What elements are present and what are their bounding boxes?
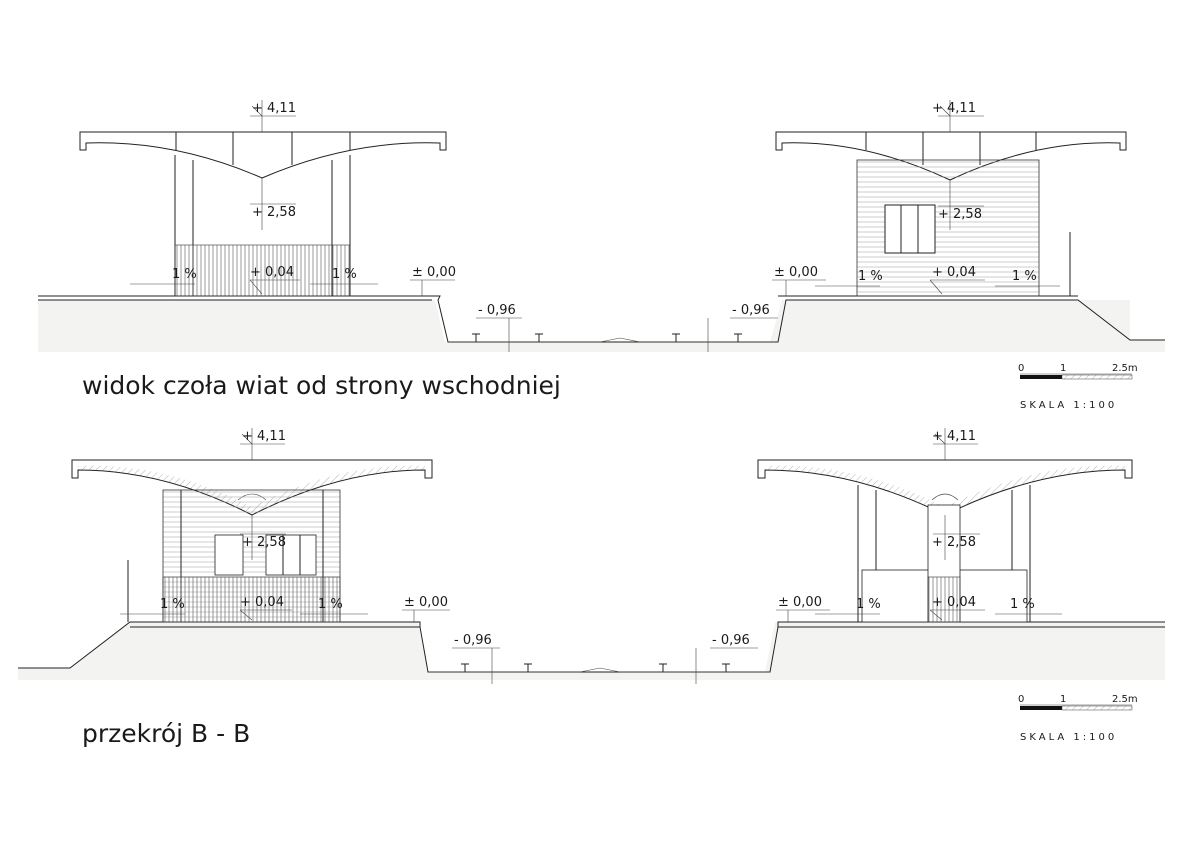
level-label: + 4,11 <box>242 429 286 444</box>
slope-label: 1 % <box>160 597 185 612</box>
slope-label: 1 % <box>1010 597 1035 612</box>
slope-label: 1 % <box>172 267 197 282</box>
level-label: + 2,58 <box>242 535 286 550</box>
level-label: + 0,04 <box>240 595 284 610</box>
view-section-bb: + 4,11 + 2,58 + 0,04 1 % 1 % + 4,11 <box>18 428 1165 748</box>
level-label: + 4,11 <box>252 101 296 116</box>
slope-label: 1 % <box>856 597 881 612</box>
left-shelter-section <box>71 428 433 623</box>
scale-tick: 0 <box>1018 694 1024 705</box>
level-label: + 0,04 <box>932 595 976 610</box>
view-title: widok czoła wiat od strony wschodniej <box>82 371 561 400</box>
scale-label: SKALA 1:100 <box>1020 732 1117 743</box>
scale-tick: 2.5m <box>1112 363 1138 374</box>
rail-marks <box>472 333 742 342</box>
slope-label: 1 % <box>858 269 883 284</box>
level-label: - 0,96 <box>712 633 750 648</box>
level-label: ± 0,00 <box>778 595 822 610</box>
left-shelter-east <box>79 100 447 297</box>
level-label: ± 0,00 <box>404 595 448 610</box>
level-label: + 0,04 <box>250 265 294 280</box>
level-label: ± 0,00 <box>774 265 818 280</box>
scale-tick: 1 <box>1060 694 1066 705</box>
scale-bar <box>1020 373 1133 380</box>
scale-bar <box>1020 704 1133 711</box>
scale-label: SKALA 1:100 <box>1020 400 1117 411</box>
scale-tick: 2.5m <box>1112 694 1138 705</box>
level-label: + 2,58 <box>252 205 296 220</box>
rail-marks <box>461 663 730 672</box>
slope-label: 1 % <box>332 267 357 282</box>
level-label: + 2,58 <box>932 535 976 550</box>
level-label: ± 0,00 <box>412 265 456 280</box>
scale-tick: 1 <box>1060 363 1066 374</box>
right-shelter-east <box>775 100 1127 297</box>
level-label: + 4,11 <box>932 101 976 116</box>
view-east-elevation: + 4,11 + 2,58 + 0,04 1 % 1 % + 4,11 <box>38 100 1165 411</box>
level-label: - 0,96 <box>732 303 770 318</box>
slope-label: 1 % <box>1012 269 1037 284</box>
level-label: + 0,04 <box>932 265 976 280</box>
level-label: + 2,58 <box>938 207 982 222</box>
slope-label: 1 % <box>318 597 343 612</box>
scale-tick: 0 <box>1018 363 1024 374</box>
right-shelter-section <box>757 428 1133 623</box>
level-label: + 4,11 <box>932 429 976 444</box>
level-label: - 0,96 <box>454 633 492 648</box>
view-title: przekrój B - B <box>82 719 250 748</box>
level-label: - 0,96 <box>478 303 516 318</box>
